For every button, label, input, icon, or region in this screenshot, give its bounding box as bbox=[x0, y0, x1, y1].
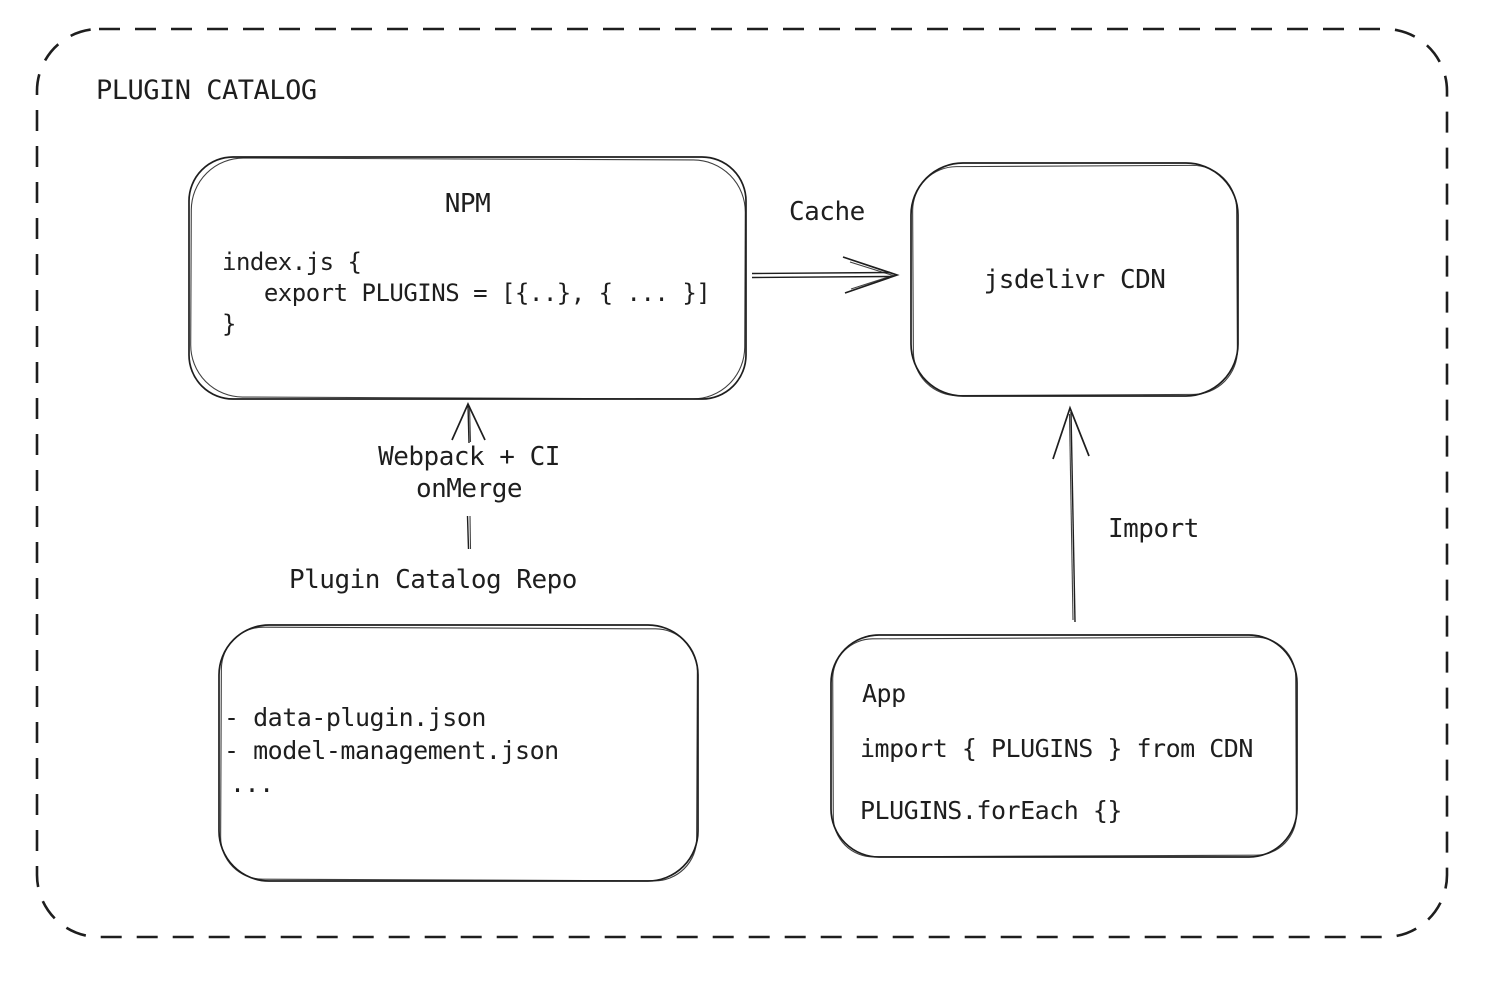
build-edge-label-line-2: onMerge bbox=[415, 474, 523, 504]
repo-file-line-2: - model-management.json bbox=[224, 736, 559, 765]
app-node-title: App bbox=[862, 679, 906, 708]
npm-code-line-1: index.js { bbox=[222, 248, 362, 276]
import-arrow bbox=[1052, 405, 1090, 623]
repo-box-shape bbox=[218, 624, 699, 882]
build-arrow bbox=[451, 401, 486, 444]
repo-node-label: Plugin Catalog Repo bbox=[289, 565, 577, 595]
cache-edge-label: Cache bbox=[789, 197, 865, 227]
cdn-box-shape bbox=[910, 162, 1239, 397]
build-edge-label-line-1: Webpack + CI bbox=[378, 442, 560, 472]
catalog-boundary-border bbox=[35, 27, 1449, 939]
app-code-line-2: PLUGINS.forEach {} bbox=[860, 796, 1122, 825]
cache-arrow bbox=[751, 256, 900, 294]
npm-node-title: NPM bbox=[444, 189, 491, 219]
build-connector-line bbox=[466, 515, 472, 550]
app-code-line-1: import { PLUGINS } from CDN bbox=[860, 734, 1253, 763]
cdn-node-label: jsdelivr CDN bbox=[983, 264, 1166, 295]
app-box-shape bbox=[830, 634, 1298, 858]
npm-box-shape bbox=[188, 156, 747, 400]
npm-code-line-2: export PLUGINS = [{..}, { ... }] bbox=[222, 279, 711, 307]
catalog-title: PLUGIN CATALOG bbox=[96, 75, 317, 106]
repo-file-line-1: - data-plugin.json bbox=[224, 703, 486, 732]
npm-code-line-3: } bbox=[222, 310, 236, 338]
import-edge-label: Import bbox=[1108, 514, 1199, 544]
repo-file-line-3: ... bbox=[230, 769, 274, 798]
